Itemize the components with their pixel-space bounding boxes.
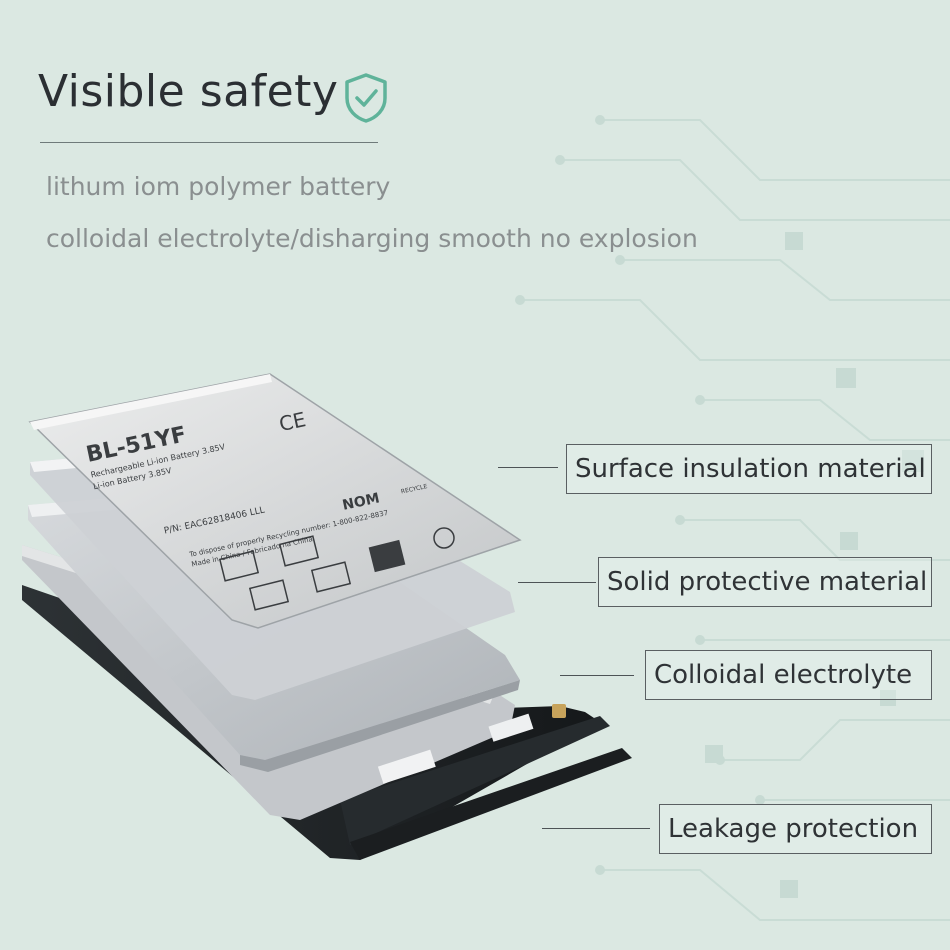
title-divider [40, 142, 378, 143]
callout-line-solid [518, 582, 596, 583]
ce-mark: CE [277, 407, 308, 436]
nom-mark: NOM [341, 490, 381, 513]
callout-leakage-protection: Leakage protection [659, 804, 932, 854]
subtitle-electrolyte: colloidal electrolyte/disharging smooth … [46, 224, 698, 253]
battery-label-sticker: BL-51YF Rechargeable Li-ion Battery 3.85… [28, 373, 522, 629]
page-title: Visible safety [38, 66, 339, 117]
callout-colloidal-electrolyte: Colloidal electrolyte [645, 650, 932, 700]
callout-line-leakage [542, 828, 650, 829]
callout-solid-protective: Solid protective material [598, 557, 932, 607]
callout-line-surface [498, 467, 558, 468]
callout-surface-insulation: Surface insulation material [566, 444, 932, 494]
label-warning-icons [218, 527, 455, 611]
subtitle-battery-type: lithum iom polymer battery [46, 172, 391, 201]
shield-check-icon [345, 73, 387, 123]
callout-line-colloidal [560, 675, 634, 676]
